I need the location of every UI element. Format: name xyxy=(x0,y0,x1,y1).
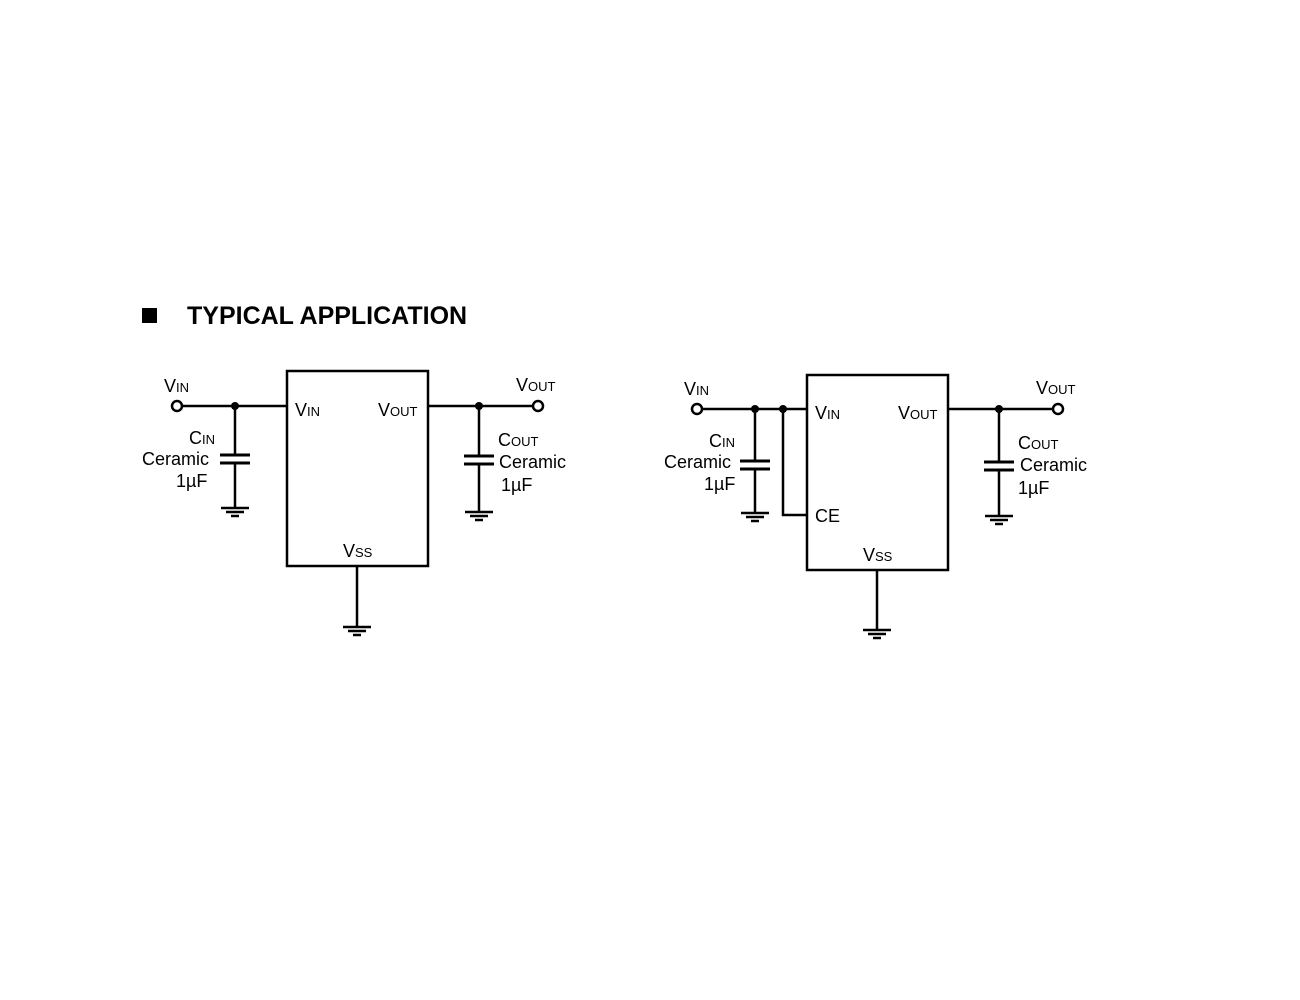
ic-pin-vss: VSS xyxy=(343,541,373,561)
cout-label: COUT xyxy=(498,430,539,450)
ground-icon xyxy=(741,511,769,523)
regulator-ic xyxy=(805,373,950,572)
section-title: TYPICAL APPLICATION xyxy=(187,302,467,330)
cin-type: Ceramic xyxy=(664,452,731,472)
vin-terminal xyxy=(690,402,704,416)
cin-type: Ceramic xyxy=(142,449,209,469)
ic-pin-vin: VIN xyxy=(815,403,840,423)
ce-tie-wire xyxy=(781,409,807,517)
cin-value: 1µF xyxy=(704,474,735,494)
cout-label: COUT xyxy=(1018,433,1059,453)
ground-icon xyxy=(985,514,1013,526)
vout-terminal-label: VOUT xyxy=(516,375,556,395)
ground-icon xyxy=(863,628,891,640)
circuit-1: VIN VIN VOUT VOUT VSS CIN Ceramic 1µF CO… xyxy=(142,369,566,637)
ic-pin-vout: VOUT xyxy=(378,400,418,420)
cout-value: 1µF xyxy=(1018,478,1049,498)
ic-pin-vss: VSS xyxy=(863,545,893,565)
cin-value: 1µF xyxy=(176,471,207,491)
cout-type: Ceramic xyxy=(499,452,566,472)
ground-icon xyxy=(343,625,371,637)
circuit-2: VIN VIN VOUT CE VOUT VSS CIN Ceramic 1µF… xyxy=(664,373,1087,640)
ground-icon xyxy=(221,506,249,518)
ic-pin-ce: CE xyxy=(815,506,840,526)
cout-value: 1µF xyxy=(501,475,532,495)
ic-pin-vout: VOUT xyxy=(898,403,938,423)
vin-terminal xyxy=(170,399,184,413)
vin-terminal-label: VIN xyxy=(164,376,189,396)
vin-terminal-label: VIN xyxy=(684,379,709,399)
cout-type: Ceramic xyxy=(1020,455,1087,475)
cin-label: CIN xyxy=(189,428,215,448)
regulator-ic xyxy=(285,369,430,568)
ic-pin-vin: VIN xyxy=(295,400,320,420)
cin-label: CIN xyxy=(709,431,735,451)
ground-icon xyxy=(465,510,493,522)
vout-terminal-label: VOUT xyxy=(1036,378,1076,398)
vout-terminal xyxy=(531,399,545,413)
section-bullet-icon xyxy=(142,308,157,323)
vout-terminal xyxy=(1051,402,1065,416)
